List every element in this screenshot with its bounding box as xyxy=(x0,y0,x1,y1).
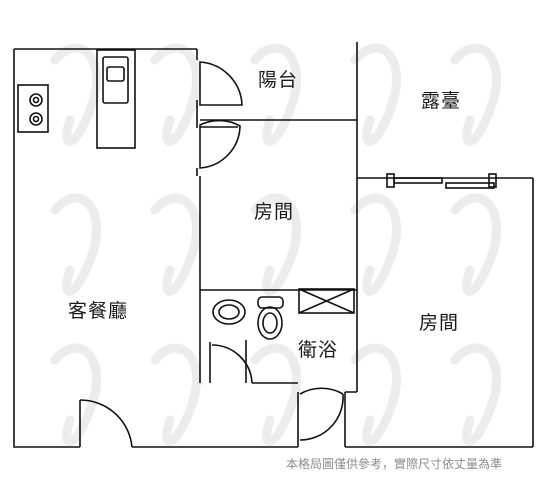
bedroom-center-label: 房間 xyxy=(254,201,295,223)
balcony-label: 陽台 xyxy=(258,69,299,91)
stove-burner xyxy=(29,112,43,126)
outer-wall-left xyxy=(13,49,80,448)
kitchen-counter xyxy=(96,49,136,149)
bathroom-door xyxy=(211,344,253,384)
ventilation-shaft xyxy=(298,288,355,314)
entrance-door xyxy=(79,399,133,448)
balcony-door xyxy=(199,61,243,106)
lower-door xyxy=(299,393,344,441)
bedroom-right-label: 房間 xyxy=(419,312,460,334)
sink xyxy=(102,56,129,104)
living-dining-label: 客餐廳 xyxy=(68,300,129,322)
watermark-pattern xyxy=(50,43,501,446)
terrace-label: 露臺 xyxy=(421,90,462,112)
lower-door xyxy=(299,387,344,395)
disclaimer-text: 本格局圖僅供參考，實際尺寸依丈量為準 xyxy=(286,457,503,471)
wall-bath-bottom xyxy=(252,382,357,393)
washbasin xyxy=(212,299,246,325)
wall-bath-left xyxy=(199,290,211,383)
toilet-tank xyxy=(257,296,284,309)
stove xyxy=(17,84,49,133)
bathroom-label: 衛浴 xyxy=(298,339,339,361)
stove-burner xyxy=(29,93,43,107)
toilet xyxy=(257,306,283,340)
sink-basin xyxy=(106,66,125,82)
